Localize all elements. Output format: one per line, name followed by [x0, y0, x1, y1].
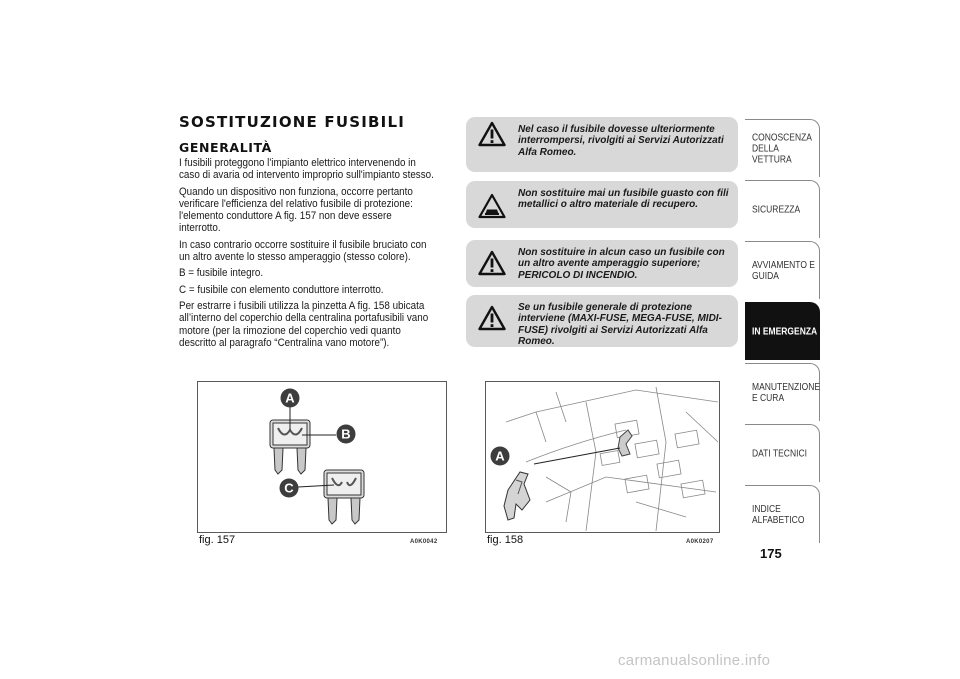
tab-indice-alfabetico[interactable]: INDICE ALFABETICO	[745, 485, 820, 543]
paragraph: I fusibili proteggono l'impianto elettri…	[179, 157, 434, 182]
tab-in-emergenza[interactable]: IN EMERGENZA	[745, 302, 820, 360]
tab-sicurezza[interactable]: SICUREZZA	[745, 180, 820, 238]
warning-text: Se un fusibile generale di protezione in…	[518, 302, 722, 347]
page-number: 175	[760, 546, 782, 561]
car-hazard-icon	[478, 193, 506, 219]
label-b: B	[341, 427, 350, 442]
watermark: carmanualsonline.info	[618, 652, 771, 669]
fuse-intact	[269, 419, 311, 475]
body-text: I fusibili proteggono l'impianto elettri…	[179, 157, 435, 353]
warning-box: Non sostituire mai un fusibile guasto co…	[466, 181, 738, 228]
figure-157: A B C	[197, 381, 447, 533]
tab-manutenzione-e-cura[interactable]: MANUTENZIONE E CURA	[745, 363, 820, 421]
paragraph: Per estrarre i fusibili utilizza la pinz…	[179, 299, 429, 349]
label-a: A	[495, 449, 505, 464]
warning-box: Se un fusibile generale di protezione in…	[466, 295, 738, 347]
paragraph: In caso contrario occorre sostituire il …	[179, 238, 427, 264]
tab-avviamento-e-guida[interactable]: AVVIAMENTO E GUIDA	[745, 241, 820, 299]
figure-caption: fig. 158	[487, 534, 524, 546]
paragraph: C = fusibile con elemento conduttore int…	[179, 283, 384, 296]
warning-box: Non sostituire in alcun caso un fusibile…	[466, 240, 738, 287]
figure-code: A0K0042	[410, 539, 438, 545]
fusebox-illustration: A	[490, 386, 719, 532]
warning-text: Non sostituire in alcun caso un fusibile…	[518, 247, 725, 281]
figure-caption: fig. 157	[199, 534, 236, 546]
figure-code: A0K0207	[686, 539, 714, 545]
tab-conoscenza-della-vettura[interactable]: CONOSCENZA DELLA VETTURA	[745, 119, 820, 177]
figure-158: A	[485, 381, 720, 533]
paragraph: B = fusibile integro.	[179, 267, 264, 280]
warning-text: Non sostituire mai un fusibile guasto co…	[518, 188, 729, 211]
tab-dati-tecnici[interactable]: DATI TECNICI	[745, 424, 820, 482]
section-subtitle: GENERALITÀ	[179, 140, 272, 155]
paragraph: Quando un dispositivo non funziona, occo…	[179, 185, 413, 235]
warning-text: Nel caso il fusibile dovesse ulteriormen…	[518, 124, 724, 158]
warning-triangle-icon	[478, 250, 506, 276]
warning-box: Nel caso il fusibile dovesse ulteriormen…	[466, 117, 738, 172]
fuse-blown	[323, 469, 365, 525]
label-a: A	[285, 391, 295, 406]
warning-triangle-icon	[478, 121, 506, 147]
label-c: C	[284, 481, 294, 496]
section-title: SOSTITUZIONE FUSIBILI	[179, 113, 405, 131]
warning-triangle-icon	[478, 305, 506, 331]
fuse-illustration: A B C	[269, 388, 365, 525]
